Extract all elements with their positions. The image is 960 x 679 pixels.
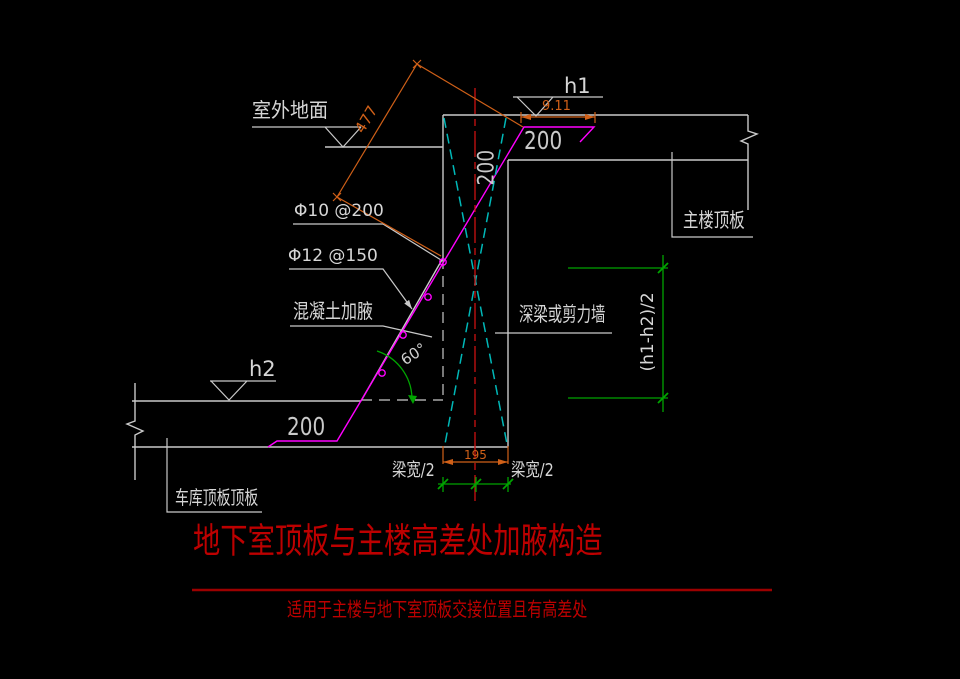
dim-measure-beam-bottom: 195 xyxy=(464,448,487,462)
diag-dim-ext-a xyxy=(416,63,524,128)
arc-arrowhead xyxy=(408,395,417,404)
rebar-section-dot xyxy=(378,369,386,377)
leader-arrowhead xyxy=(404,299,412,309)
rebar-section-dot xyxy=(424,293,432,301)
drawing-title: 地下室顶板与主楼高差处加腋构造 xyxy=(193,522,603,562)
label-garage-roof-slab: 车库顶板顶板 xyxy=(175,487,259,509)
label-outdoor-ground: 室外地面 xyxy=(252,98,328,122)
diag-dim-line xyxy=(336,63,418,198)
rebar-section-dot xyxy=(399,331,407,339)
ground-elevation-marker xyxy=(252,126,362,148)
label-concrete-haunch: 混凝土加腋 xyxy=(293,299,373,323)
label-h2: h2 xyxy=(249,357,276,381)
dim-wall-thickness: 200 xyxy=(474,149,500,186)
label-deep-beam-or-shear-wall: 深梁或剪力墙 xyxy=(519,302,606,326)
left-break-line xyxy=(125,383,145,480)
label-main-roof-slab: 主楼顶板 xyxy=(683,208,745,232)
label-beam-width-half-right: 梁宽/2 xyxy=(511,460,554,481)
haunch-rebar-line xyxy=(267,126,596,448)
label-beam-width-half-left: 梁宽/2 xyxy=(392,460,435,481)
dim-measure-top: 9.11 xyxy=(542,99,571,114)
top-measure-dim xyxy=(520,112,596,123)
dim-height-difference-half: (h1-h2)/2 xyxy=(638,292,659,372)
top-rebar-leader xyxy=(293,223,442,261)
drawing-subtitle: 适用于主楼与地下室顶板交接位置且有高差处 xyxy=(287,598,588,621)
label-top-rebar: Φ10 @200 xyxy=(294,201,384,221)
rebar-section-dot xyxy=(439,258,447,266)
right-break-line xyxy=(739,115,759,210)
beam-measure-dim xyxy=(442,446,509,464)
haunch-label-leader xyxy=(290,325,433,338)
garage-roof-leader xyxy=(166,438,262,513)
label-haunch-rebar: Φ12 @150 xyxy=(288,246,378,266)
concrete-outline xyxy=(125,114,759,480)
h1-elevation-marker xyxy=(513,96,603,117)
orange-arrowheads xyxy=(443,114,595,465)
angle-arc xyxy=(376,350,413,400)
haunch-rebar-leader xyxy=(289,268,413,310)
main-roof-leader xyxy=(671,152,753,238)
orange-measurements xyxy=(332,59,596,464)
diag-dim-ext-b xyxy=(336,196,442,257)
dim-top-rebar-extension: 200 xyxy=(524,126,563,155)
green-dimensions xyxy=(376,255,669,492)
hidden-corner-dashed xyxy=(361,258,444,401)
annotation-leaders xyxy=(166,96,753,513)
label-h1: h1 xyxy=(564,74,591,98)
dim-bottom-rebar-extension: 200 xyxy=(287,412,326,441)
h2-elevation-marker xyxy=(210,380,276,401)
